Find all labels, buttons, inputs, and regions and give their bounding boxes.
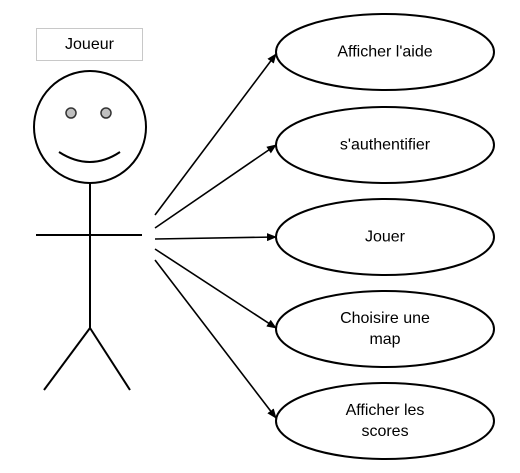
actor-right-leg [89,327,131,391]
use-case-ellipse-afficher-scores [275,382,495,460]
arrow-to-authentifier [154,144,277,229]
arrow-to-afficher-aide [154,53,277,216]
actor-left-eye [65,107,77,119]
arrow-to-choisire-map [154,248,277,329]
use-case-label-choisire-map: Choisire une map [340,310,430,348]
use-case-label-authentifier: s'authentifier [339,136,431,154]
association-arrows [154,53,277,419]
use-case-label-jouer: Jouer [364,228,406,246]
use-case-label-afficher-scores: Afficher les scores [345,402,425,440]
use-case-label-afficher-aide: Afficher l'aide [337,43,433,61]
actor-figure [33,70,147,391]
use-case-ellipse-choisire-map [275,290,495,368]
use-case-ellipse-afficher-aide [275,13,495,91]
actor-name-box: Joueur [36,28,143,61]
actor-name-label: Joueur [65,35,114,53]
actor-right-eye [100,107,112,119]
arrow-to-afficher-scores [154,259,277,419]
actor-left-leg [43,327,91,391]
arrow-to-jouer [154,233,277,242]
use-case-ellipse-jouer [275,198,495,276]
actor-head [33,70,147,184]
use-case-ellipse-authentifier [275,106,495,184]
actor-smile [58,151,121,163]
use-cases [275,13,495,460]
